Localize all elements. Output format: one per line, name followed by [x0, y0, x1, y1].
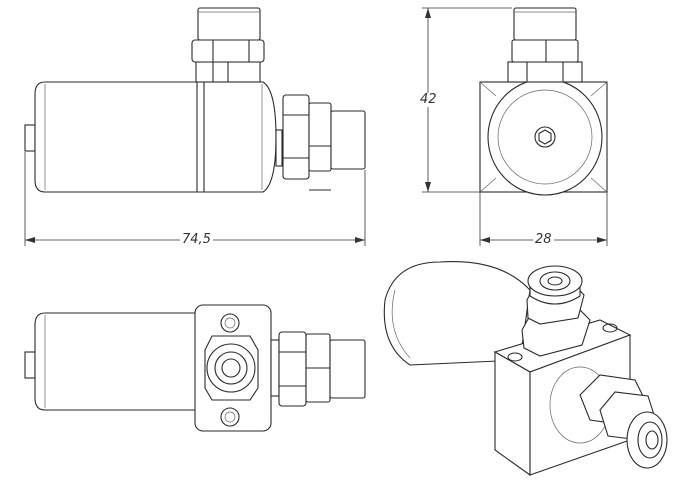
side-pin: [24, 124, 36, 152]
front-top-nut: [511, 39, 579, 63]
front-top-cap: [513, 7, 577, 41]
side-body: [34, 81, 277, 193]
bottom-body: [34, 312, 201, 411]
iso-cylinder: [383, 261, 531, 366]
side-right-cap: [330, 110, 366, 170]
front-view: [479, 7, 608, 196]
bottom-right-cap: [329, 339, 366, 399]
height-dimension-label: 42: [418, 92, 439, 107]
bottom-port: [221, 358, 241, 378]
side-right-nut: [282, 94, 310, 180]
side-top-cap: [197, 7, 261, 41]
isometric-view: [383, 261, 668, 477]
bottom-right-nut: [278, 331, 307, 407]
bolt-hole-bottom: [220, 407, 240, 427]
bottom-port-hex: [204, 335, 259, 401]
side-view: [24, 7, 366, 193]
side-right-hex: [308, 102, 332, 172]
iso-right-cap: [626, 411, 668, 469]
iso-top-cap: [527, 265, 583, 297]
length-dimension-label: 74,5: [180, 232, 213, 247]
bolt-hole-top: [220, 313, 240, 333]
side-top-nut: [191, 39, 265, 63]
iso-block-left: [494, 351, 531, 477]
hex-socket: [534, 126, 556, 148]
front-top-hex: [507, 61, 583, 83]
front-cylinder: [487, 78, 603, 196]
width-dimension-label: 28: [533, 232, 554, 247]
bottom-view: [24, 304, 366, 432]
